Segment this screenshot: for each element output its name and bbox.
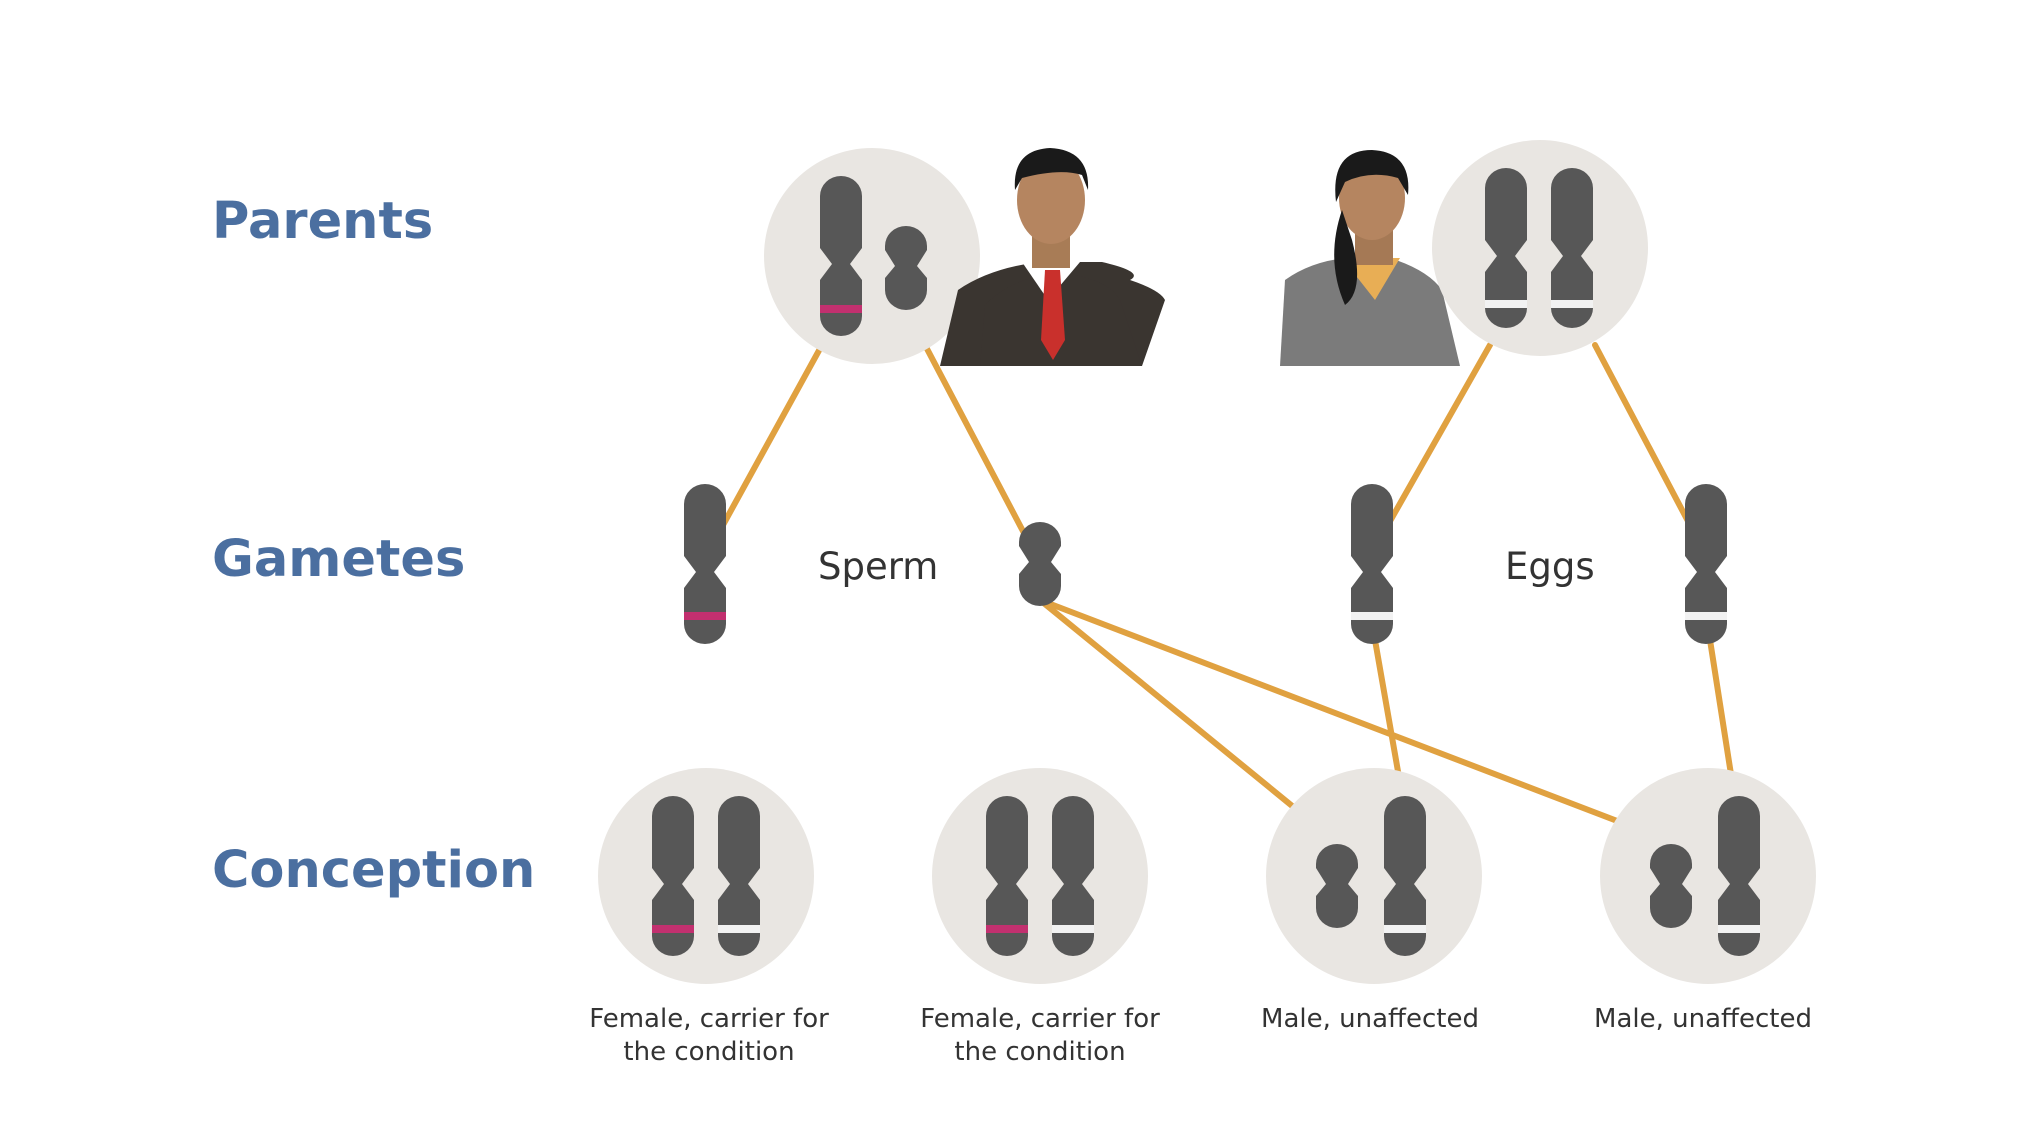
row-label-conception: Conception [212,841,536,900]
row-label-parents: Parents [212,192,434,251]
offspring-1-caption: Female, carrier for the condition [559,1003,859,1069]
father-avatar-icon [940,148,1165,366]
offspring-3-chromosomes [1266,768,1482,984]
gamete-x-sperm [684,484,726,644]
offspring-1-caption-line1: Female, carrier for [589,1004,829,1034]
line-father-to-y-sperm [922,342,1028,538]
offspring-3-caption: Male, unaffected [1220,1003,1520,1036]
offspring-4-chromosomes [1600,768,1816,984]
offspring-4-caption: Male, unaffected [1553,1003,1853,1036]
offspring-1-caption-line2: the condition [623,1037,795,1067]
line-mother-to-egg-2 [1592,342,1693,528]
gamete-y-sperm [1019,522,1061,606]
offspring-3-caption-line1: Male, unaffected [1261,1004,1479,1034]
line-mother-to-egg-1 [1382,342,1493,533]
sperm-label: Sperm [818,545,939,588]
father-chromosomes [764,148,980,364]
line-father-to-x-sperm [720,342,825,528]
row-label-gametes: Gametes [212,530,466,589]
offspring-2-chromosomes [932,768,1148,984]
offspring-2-caption-line1: Female, carrier for [920,1004,1160,1034]
line-y-sperm-to-child-3 [1037,597,1343,848]
mother-chromosomes [1432,140,1648,356]
gamete-egg-1 [1351,484,1393,644]
gamete-egg-2 [1685,484,1727,644]
eggs-label: Eggs [1505,545,1595,588]
offspring-2-caption: Female, carrier for the condition [890,1003,1190,1069]
line-y-sperm-to-child-4 [1037,597,1683,848]
offspring-4-caption-line1: Male, unaffected [1594,1004,1812,1034]
offspring-2-caption-line2: the condition [954,1037,1126,1067]
inheritance-lines [720,342,1738,848]
mother-avatar-icon [1280,150,1460,366]
offspring-1-chromosomes [598,768,814,984]
